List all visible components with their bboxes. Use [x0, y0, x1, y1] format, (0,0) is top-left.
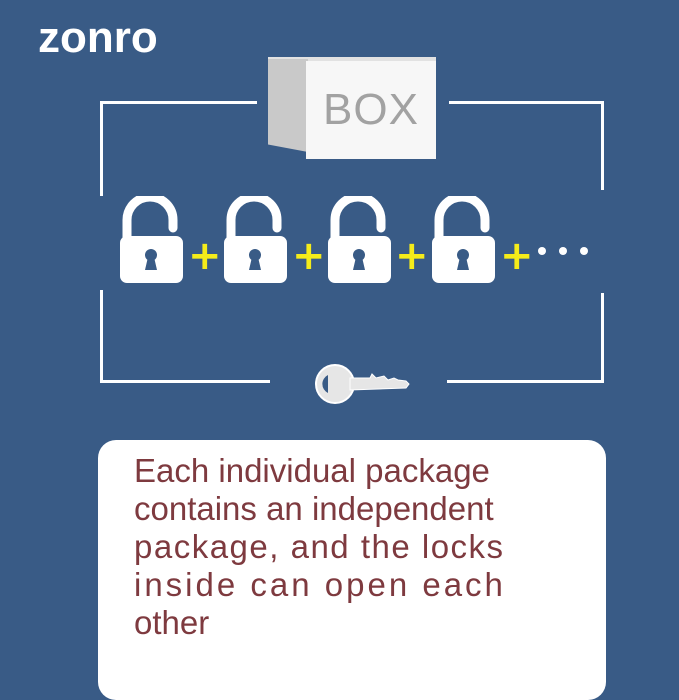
description-line: contains an independent — [134, 490, 494, 527]
frame-right-upper — [601, 101, 604, 190]
frame-bottom-left — [100, 380, 270, 383]
description-card: Each individual package contains an inde… — [98, 440, 606, 700]
box-side-face — [268, 59, 308, 152]
frame-left-lower — [100, 290, 103, 383]
frame-top-left — [100, 101, 257, 104]
description-text: Each individual package contains an inde… — [134, 452, 604, 642]
ellipsis-dot — [538, 247, 546, 255]
padlock-icon — [120, 196, 183, 283]
description-line: other — [134, 604, 210, 641]
ellipsis-dot — [580, 247, 588, 255]
key-icon — [315, 364, 410, 404]
padlock-icon — [328, 196, 391, 283]
brand-logo: zonro — [38, 13, 158, 62]
box-top-face — [268, 57, 436, 63]
description-line: inside can open each — [134, 566, 506, 603]
plus-sign: + — [188, 233, 222, 279]
padlock-icon — [432, 196, 495, 283]
frame-top-right — [449, 101, 604, 104]
box-label: BOX — [323, 85, 419, 134]
frame-right-lower — [601, 293, 604, 383]
plus-sign: + — [292, 233, 326, 279]
box-illustration: BOX — [268, 57, 438, 159]
plus-sign: + — [395, 233, 429, 279]
ellipsis-dot — [559, 247, 567, 255]
description-line: Each individual package — [134, 452, 490, 489]
ellipsis — [538, 247, 588, 255]
box-front-face: BOX — [306, 61, 436, 159]
description-line: package, and the locks — [134, 528, 505, 565]
padlock-icon — [224, 196, 287, 283]
frame-bottom-right — [447, 380, 604, 383]
frame-left-upper — [100, 101, 103, 196]
plus-sign: + — [500, 233, 534, 279]
